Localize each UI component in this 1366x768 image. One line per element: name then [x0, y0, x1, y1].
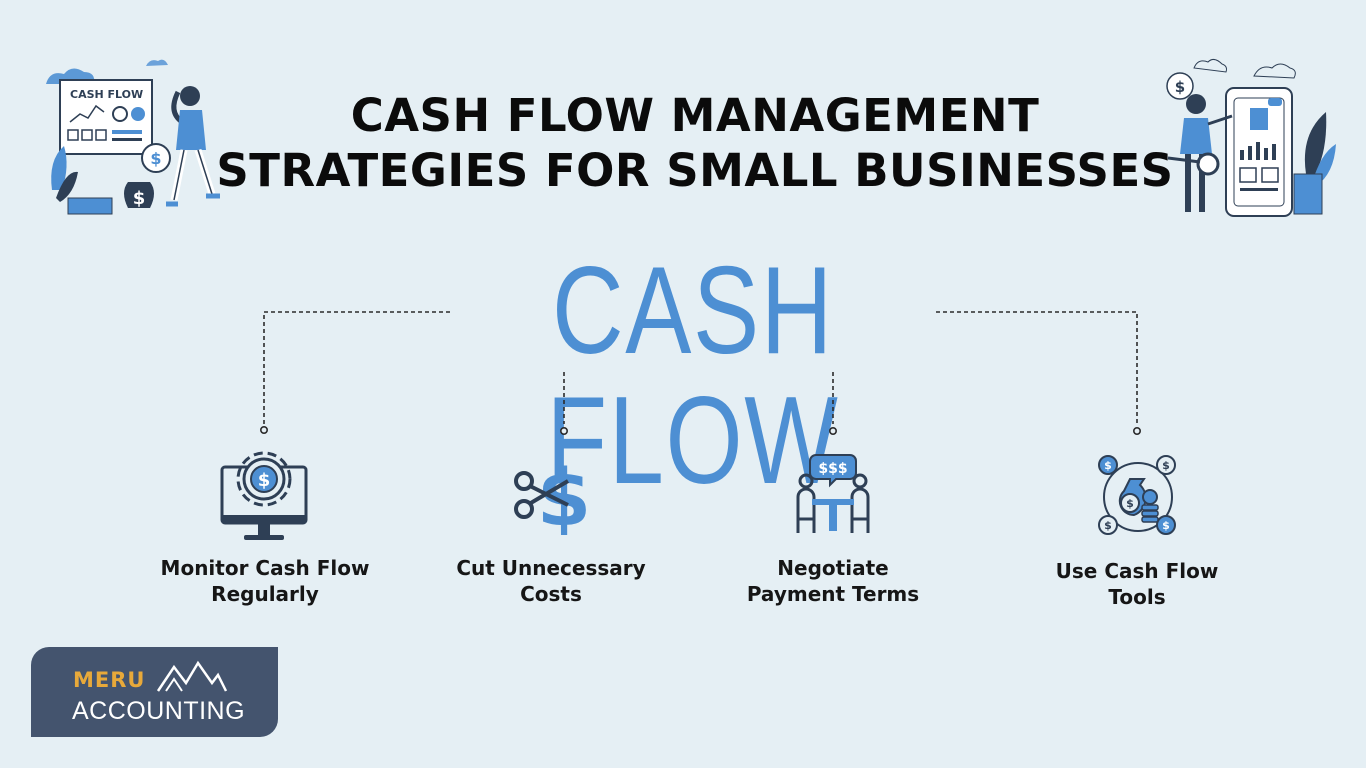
svg-text:$: $	[1175, 78, 1185, 96]
connector-node-1	[259, 425, 268, 434]
strategy-label-monitor: Monitor Cash Flow Regularly	[160, 556, 370, 606]
svg-text:$: $	[1104, 519, 1112, 532]
svg-text:$: $	[258, 470, 271, 491]
logo-text-top: MERU	[73, 668, 146, 692]
svg-text:$: $	[1162, 459, 1170, 472]
svg-text:$: $	[1162, 519, 1170, 532]
strategy-label-negotiate: Negotiate Payment Terms	[746, 556, 920, 606]
strategy-label-tools: Use Cash Flow Tools	[1055, 559, 1219, 609]
title-line-1: CASH FLOW MANAGEMENT	[350, 89, 1040, 142]
svg-text:$: $	[133, 188, 146, 209]
connector-right	[936, 311, 1138, 424]
right-shopping-app-illustration: $	[1166, 58, 1336, 217]
connector-left	[263, 311, 450, 424]
strategy-label-cut-costs: Cut Unnecessary Costs	[456, 556, 646, 606]
company-logo: MERU ACCOUNTING	[31, 647, 278, 737]
svg-text:$$$: $$$	[818, 461, 847, 477]
scissors-dollar-icon: $	[514, 455, 591, 535]
page-title: CASH FLOW MANAGEMENT STRATEGIES FOR SMAL…	[180, 88, 1210, 198]
hub-label: CASH FLOW	[546, 242, 840, 510]
connector-node-4	[1133, 426, 1142, 435]
connector-node-2	[559, 426, 568, 435]
money-cycle-icon: $ $ $ $ $	[1098, 455, 1176, 535]
monitor-gear-dollar-icon: $	[220, 451, 308, 540]
left-cash-flow-illustration: CASH FLOW $ $	[46, 59, 220, 215]
logo-text-bottom: ACCOUNTING	[72, 697, 246, 725]
svg-text:$: $	[1104, 459, 1112, 472]
title-line-2: STRATEGIES FOR SMALL BUSINESSES	[216, 144, 1174, 197]
svg-text:CASH FLOW: CASH FLOW	[70, 88, 143, 101]
negotiation-table-icon: $$$	[796, 454, 870, 533]
svg-text:$: $	[1126, 497, 1134, 510]
svg-text:$: $	[150, 149, 161, 168]
connector-node-3	[828, 426, 837, 435]
mountain-icon	[156, 660, 228, 692]
